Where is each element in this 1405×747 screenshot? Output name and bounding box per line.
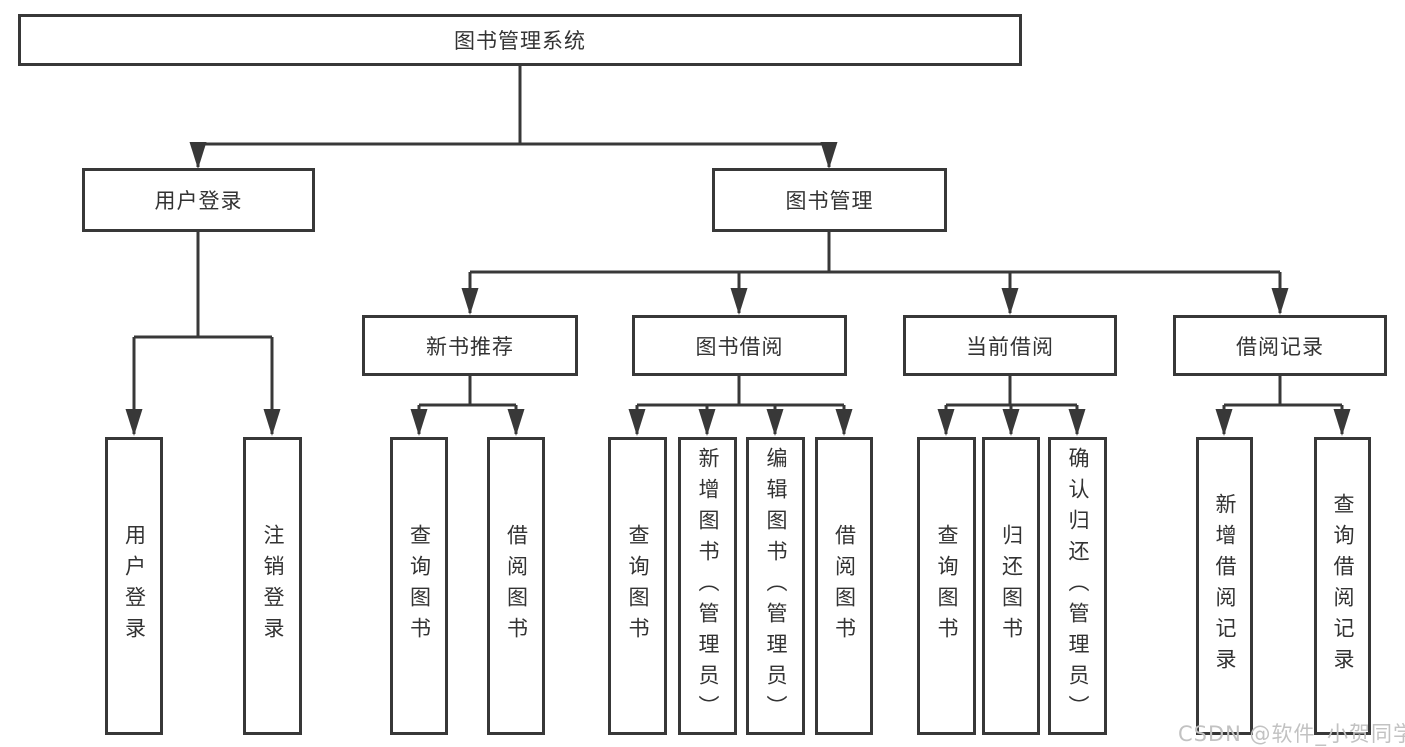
leaf-bb-query-books: 查询图书 (608, 437, 667, 735)
leaf-label: 查询图书 (935, 524, 959, 648)
leaf-label: 借阅图书 (832, 524, 857, 648)
leaf-label: 查询借阅记录 (1331, 493, 1355, 679)
leaf-label: 归还图书 (999, 524, 1024, 648)
connector-borrow-records-trunk (1224, 376, 1342, 407)
leaf-label: 注销登录 (261, 524, 285, 648)
leaf-label: 用户登录 (122, 524, 147, 648)
node-current-borrowing: 当前借阅 (903, 315, 1117, 376)
leaf-label: 查询图书 (407, 524, 432, 648)
connector-user-login-trunk (134, 232, 272, 339)
leaf-cb-query-books: 查询图书 (917, 437, 976, 735)
watermark: CSDN @软件_小贺同学 (1178, 722, 1405, 746)
leaf-bb-add-books-admin: 新增图书（管理员） (678, 437, 737, 735)
leaf-logout: 注销登录 (243, 437, 302, 735)
leaf-nb-query-books: 查询图书 (390, 437, 448, 735)
leaf-nb-borrow-books: 借阅图书 (487, 437, 545, 735)
leaf-br-add-record: 新增借阅记录 (1196, 437, 1253, 735)
node-label: 借阅记录 (1236, 334, 1324, 359)
node-label: 当前借阅 (966, 334, 1054, 359)
node-label: 用户登录 (154, 189, 243, 213)
node-label: 图书管理 (785, 189, 874, 213)
leaf-label: 新增图书（管理员） (696, 446, 720, 726)
node-user-login: 用户登录 (82, 168, 315, 232)
node-new-book-recommend: 新书推荐 (362, 315, 578, 376)
leaf-br-query-record: 查询借阅记录 (1314, 437, 1371, 735)
leaf-label: 编辑图书（管理员） (764, 446, 788, 726)
connector-book-mgmt-trunk (470, 232, 1280, 274)
node-book-borrowing: 图书借阅 (632, 315, 847, 376)
leaf-label: 借阅图书 (504, 524, 529, 648)
node-label: 图书管理系统 (454, 29, 586, 53)
connector-book-borrow-trunk (637, 376, 844, 407)
leaf-label: 查询图书 (626, 524, 650, 648)
leaf-label: 确认归还（管理员） (1066, 446, 1090, 726)
leaf-bb-edit-books-admin: 编辑图书（管理员） (746, 437, 805, 735)
leaf-cb-return-books: 归还图书 (982, 437, 1040, 735)
connector-new-books-trunk (419, 376, 516, 407)
connector-current-borrow-trunk (946, 376, 1077, 407)
node-label: 图书借阅 (695, 334, 784, 359)
leaf-user-login: 用户登录 (105, 437, 163, 735)
leaf-bb-borrow-books: 借阅图书 (815, 437, 873, 735)
node-label: 新书推荐 (426, 334, 514, 359)
connector-root-trunk (198, 66, 829, 146)
leaf-cb-confirm-return-admin: 确认归还（管理员） (1048, 437, 1107, 735)
node-root: 图书管理系统 (18, 14, 1022, 66)
node-book-management: 图书管理 (712, 168, 947, 232)
leaf-label: 新增借阅记录 (1213, 493, 1237, 679)
node-borrow-records: 借阅记录 (1173, 315, 1387, 376)
